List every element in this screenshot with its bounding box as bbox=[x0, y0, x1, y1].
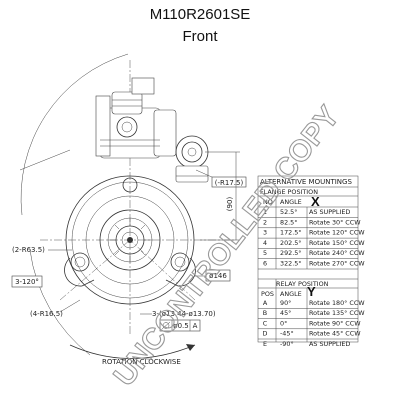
relay-row-desc: Rotate 180° CCW bbox=[309, 299, 365, 307]
dim-holes: 3-(ø13.44-ø13.70) bbox=[152, 310, 216, 318]
relay-row-angle: 0° bbox=[280, 319, 287, 327]
dim-angle: 3-120° bbox=[15, 278, 39, 286]
flange-row-no: 6 bbox=[263, 260, 267, 268]
relay-row-no: D bbox=[263, 330, 268, 338]
flange-row-angle: 292.5° bbox=[280, 249, 302, 257]
pinion-teeth bbox=[108, 218, 152, 262]
dim-r63: (2-R63.5) bbox=[12, 246, 45, 254]
leader-line bbox=[19, 149, 71, 171]
mounting-holes bbox=[70, 177, 190, 272]
flange-row-no: 1 bbox=[263, 208, 267, 216]
outer-arc-left bbox=[20, 53, 129, 216]
relay-row-angle: 45° bbox=[280, 309, 291, 317]
r17-leader bbox=[195, 169, 215, 179]
relay-row-no: E bbox=[263, 340, 267, 348]
flange-row-angle: 172.5° bbox=[280, 229, 302, 237]
flange-row-angle: 52.5° bbox=[280, 208, 297, 216]
dim-dia146: ø146 bbox=[209, 272, 227, 280]
relay-row-angle: -45° bbox=[280, 330, 294, 338]
angle-box bbox=[11, 275, 43, 288]
dim-90: (90) bbox=[226, 197, 234, 212]
flange-row-no: 5 bbox=[263, 249, 267, 257]
dim-tolerance: ø0.5 bbox=[173, 322, 188, 330]
flange-row-no: 4 bbox=[263, 239, 267, 247]
relay-row-desc: Rotate 45° CCW bbox=[309, 330, 361, 338]
dim-r16: (4-R16.5) bbox=[30, 310, 63, 318]
flange-ear-left bbox=[64, 257, 95, 287]
relay-row-desc: AS SUPPLIED bbox=[309, 340, 350, 348]
relay-row-desc: Rotate 90° CCW bbox=[309, 319, 361, 327]
flange-rows: 1 52.5° AS SUPPLIED 2 82.5° Rotate 30° CCW 3 17… bbox=[258, 208, 365, 268]
flange-row-desc: AS SUPPLIED bbox=[309, 208, 350, 216]
rotation-arrow-icon bbox=[186, 344, 195, 351]
flange-row-desc: Rotate 270° CCW bbox=[309, 260, 365, 268]
flange-row-desc: Rotate 30° CCW bbox=[309, 218, 361, 226]
r17-box bbox=[211, 176, 247, 188]
part-number-title: M110R2601SE bbox=[150, 6, 251, 23]
tolerance-frame bbox=[159, 319, 201, 332]
flange-row-no: 3 bbox=[263, 229, 267, 237]
r16-leader bbox=[59, 299, 81, 313]
flange-col-angle: ANGLE bbox=[280, 198, 302, 206]
dim-datum: A bbox=[193, 322, 198, 330]
flange-axis-x: X bbox=[311, 194, 320, 209]
dim-r17: (-R17.5) bbox=[215, 179, 244, 187]
flange-row-angle: 322.5° bbox=[280, 260, 302, 268]
relay-row-no: A bbox=[263, 299, 268, 307]
relay-col-angle: ANGLE bbox=[280, 290, 302, 298]
table-title: ALTERNATIVE MOUNTINGS bbox=[260, 178, 352, 186]
relay-rows: A 90° Rotate 180° CCW B 45° Rotate 135° CCW C 0… bbox=[258, 299, 365, 348]
relay-header: RELAY POSITION bbox=[276, 280, 329, 288]
relay-col-pos: POS bbox=[261, 290, 274, 298]
solenoid-body bbox=[95, 77, 177, 159]
rotation-label: ROTATION CLOCKWISE bbox=[102, 358, 181, 366]
flange-ear-right bbox=[165, 257, 196, 287]
rotation-arc bbox=[69, 344, 196, 359]
relay-row-desc: Rotate 135° CCW bbox=[309, 309, 365, 317]
view-title: Front bbox=[182, 28, 218, 45]
flange-col-no: NO bbox=[263, 198, 273, 206]
radial-centerline-1 bbox=[59, 239, 131, 301]
outer-arc-lower bbox=[29, 249, 91, 356]
flange-row-desc: Rotate 240° CCW bbox=[309, 249, 365, 257]
relay-row-angle: 90° bbox=[280, 299, 291, 307]
flange-row-angle: 202.5° bbox=[280, 239, 302, 247]
flange-row-angle: 82.5° bbox=[280, 218, 297, 226]
relay-row-no: C bbox=[263, 319, 268, 327]
dia146-box bbox=[205, 269, 231, 282]
flange-header: FLANGE POSITION bbox=[260, 188, 318, 196]
flange-row-no: 2 bbox=[263, 218, 267, 226]
flange-row-desc: Rotate 150° CCW bbox=[309, 239, 365, 247]
terminal-connector bbox=[175, 135, 209, 183]
relay-row-angle: -90° bbox=[280, 340, 294, 348]
flange-row-desc: Rotate 120° CCW bbox=[309, 229, 365, 237]
relay-row-no: B bbox=[263, 309, 267, 317]
relay-axis-y: Y bbox=[307, 284, 316, 299]
